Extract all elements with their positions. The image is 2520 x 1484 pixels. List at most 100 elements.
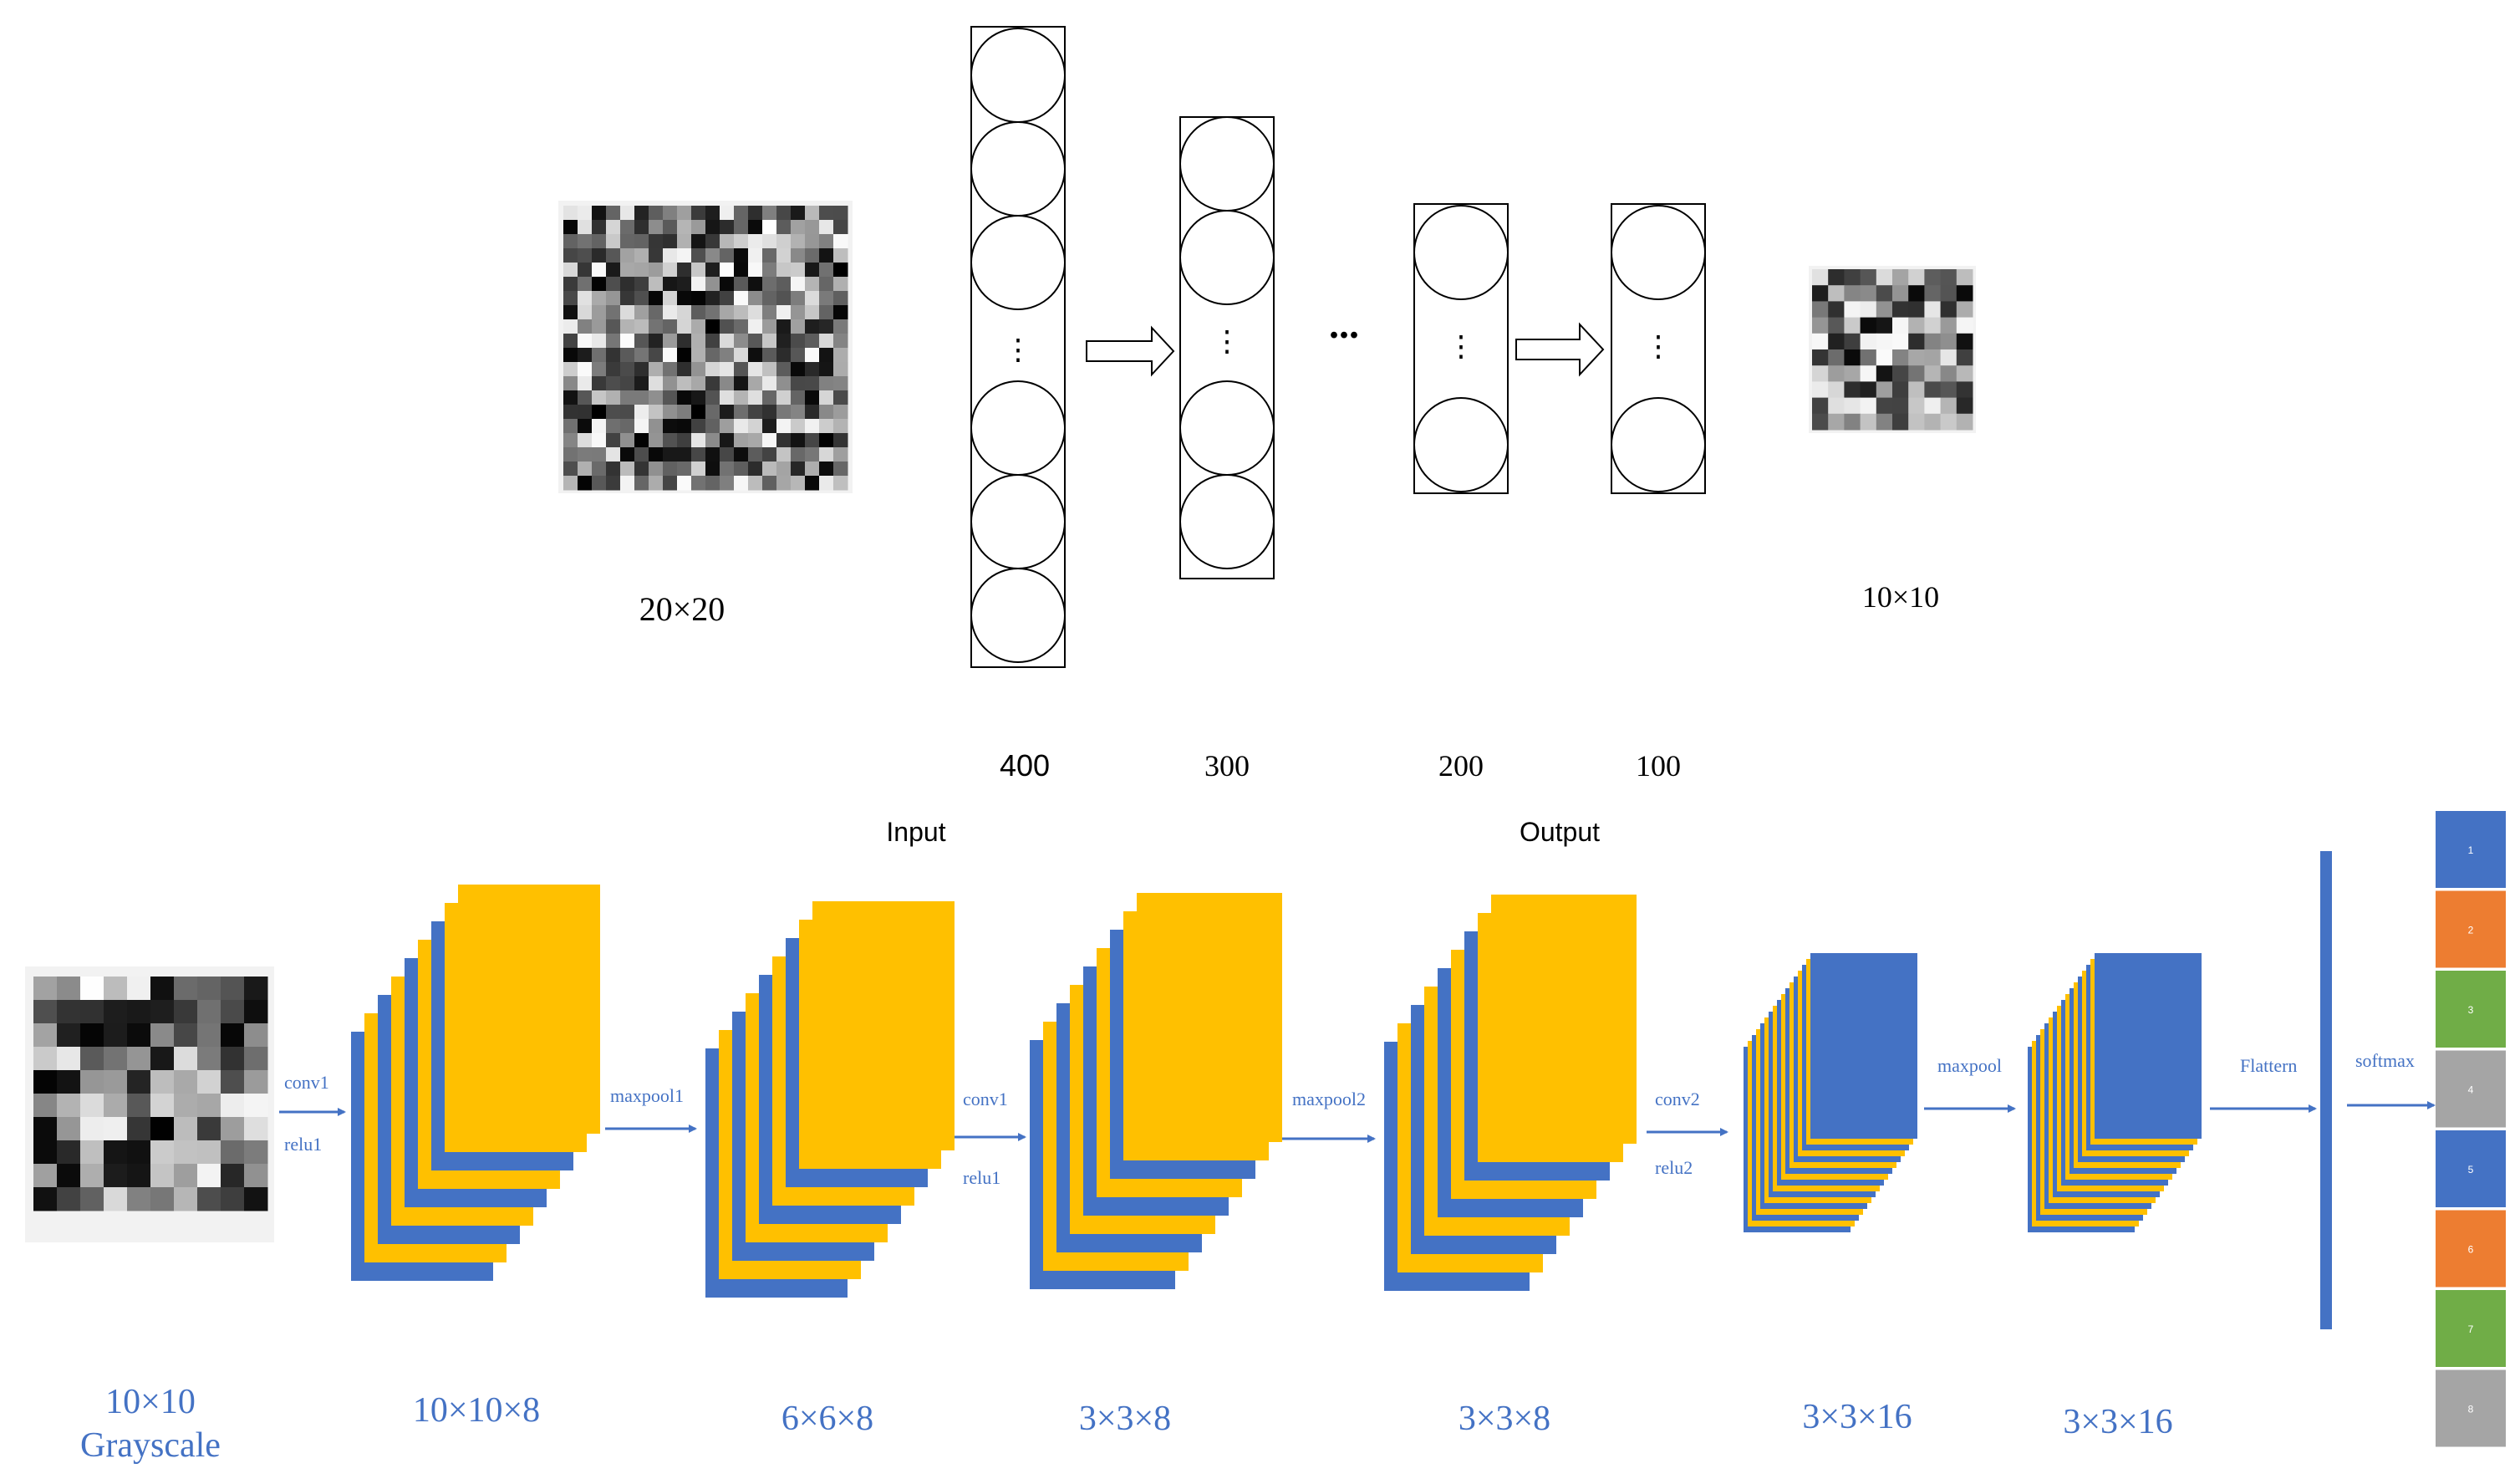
- pixel: [663, 319, 678, 334]
- pixel: [691, 462, 706, 477]
- pixel: [197, 977, 221, 1001]
- feature-map: [1810, 953, 1917, 1139]
- pixel: [620, 277, 635, 292]
- neuron: [970, 380, 1066, 476]
- pixel: [33, 1000, 58, 1024]
- pixel: [578, 263, 593, 278]
- pixel: [748, 334, 763, 349]
- feature-map: [2095, 953, 2202, 1139]
- pixel: [563, 419, 578, 434]
- dim-label-4: 3×3×8: [1459, 1400, 1550, 1438]
- pixel: [791, 248, 806, 263]
- pixel: [748, 248, 763, 263]
- class-box-6: [2436, 1210, 2506, 1288]
- pixel: [649, 220, 664, 235]
- op-relu1-b: relu1: [963, 1167, 1000, 1188]
- pixel: [620, 263, 635, 278]
- pixel: [705, 476, 720, 491]
- pixel: [663, 376, 678, 391]
- pixel: [592, 390, 607, 405]
- pixel: [1812, 365, 1829, 382]
- pixel: [1940, 365, 1957, 382]
- pixel: [620, 291, 635, 306]
- pixel: [1828, 317, 1845, 334]
- pixel: [606, 234, 621, 249]
- neuron: [970, 215, 1066, 310]
- pixel: [791, 376, 806, 391]
- pixel: [563, 291, 578, 306]
- pixel: [634, 390, 649, 405]
- pixel: [1940, 381, 1957, 399]
- pixel: [734, 319, 749, 334]
- pixel: [80, 977, 104, 1001]
- pixel: [592, 334, 607, 349]
- pixel: [776, 348, 792, 363]
- pixel: [197, 1000, 221, 1024]
- pixel: [677, 405, 692, 420]
- pixel: [762, 334, 777, 349]
- pixel: [833, 277, 848, 292]
- pixel: [578, 305, 593, 320]
- pixel: [762, 305, 777, 320]
- pixel: [734, 376, 749, 391]
- pixel: [705, 248, 720, 263]
- pixel: [57, 977, 81, 1001]
- pixel: [649, 277, 664, 292]
- pixel: [606, 220, 621, 235]
- neuron: [1413, 397, 1509, 492]
- vdots: ⋮: [1447, 330, 1476, 363]
- pixel: [1844, 285, 1861, 302]
- pixel: [1844, 365, 1861, 382]
- pixel: [1908, 269, 1925, 286]
- pixel: [221, 1140, 245, 1165]
- pixel: [634, 462, 649, 477]
- pixel: [833, 376, 848, 391]
- pixel: [150, 1117, 175, 1141]
- pixel: [691, 305, 706, 320]
- feature-stack-6: [2028, 953, 2202, 1232]
- ellipsis: ...: [1329, 303, 1359, 347]
- layer-300: ⋮ 300: [1179, 116, 1275, 783]
- pixel: [33, 1023, 58, 1048]
- pixel: [1876, 397, 1893, 415]
- pixel: [762, 263, 777, 278]
- pixel: [1876, 413, 1893, 431]
- pixel: [833, 362, 848, 377]
- pixel: [649, 305, 664, 320]
- pixel: [127, 1000, 151, 1024]
- pixel: [720, 263, 735, 278]
- pixel: [833, 390, 848, 405]
- pixel: [720, 220, 735, 235]
- pixel: [1956, 413, 1973, 431]
- pixel: [705, 362, 720, 377]
- layer-300-label: 300: [1204, 749, 1250, 783]
- pixel: [805, 390, 820, 405]
- pixel: [734, 334, 749, 349]
- pixel: [1828, 349, 1845, 366]
- pixel: [1812, 381, 1829, 399]
- pixel: [663, 405, 678, 420]
- pixel: [127, 1070, 151, 1094]
- neuron: [1179, 116, 1275, 212]
- pixel: [1956, 381, 1973, 399]
- pixel: [127, 1140, 151, 1165]
- pixel: [244, 1070, 268, 1094]
- class-label-2: 2: [2468, 925, 2474, 936]
- op-conv1-a: conv1: [284, 1072, 329, 1093]
- pixel: [833, 476, 848, 491]
- pixel: [748, 433, 763, 448]
- pixel: [1908, 285, 1925, 302]
- neuron: [1179, 210, 1275, 305]
- pixel: [606, 447, 621, 462]
- pixel: [592, 248, 607, 263]
- pixel: [197, 1140, 221, 1165]
- class-label-8: 8: [2468, 1404, 2474, 1415]
- pixel: [1908, 333, 1925, 350]
- pixel: [606, 476, 621, 491]
- class-label-3: 3: [2468, 1004, 2474, 1016]
- pixel: [805, 419, 820, 434]
- pixel: [833, 263, 848, 278]
- pixel: [1924, 317, 1942, 334]
- pixel: [634, 277, 649, 292]
- pixel: [174, 1187, 198, 1211]
